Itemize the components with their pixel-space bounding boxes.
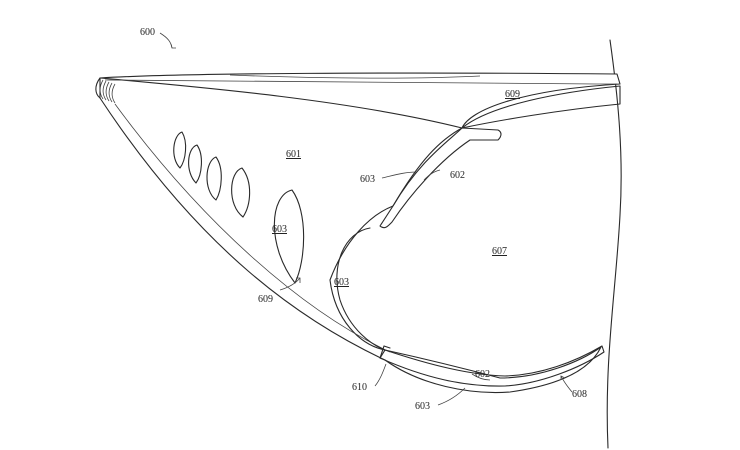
ref-label-610: 610 <box>352 382 367 393</box>
ref-label-603-opening: 603 <box>334 277 349 288</box>
ref-label-600: 600 <box>140 27 155 38</box>
ref-label-608: 608 <box>572 389 587 400</box>
fairing-outer-body <box>100 73 620 392</box>
ref-label-603-upper: 603 <box>360 174 375 185</box>
ref-label-602-upper: 602 <box>450 170 465 181</box>
ref-label-603-slot: 603 <box>272 224 287 235</box>
ref-label-607: 607 <box>492 246 507 257</box>
ref-label-603-lower: 603 <box>415 401 430 412</box>
ref-label-602-lower: 602 <box>475 369 490 380</box>
fuselage-boundary-line <box>607 40 621 448</box>
ref-label-609-top: 609 <box>505 89 520 100</box>
ref-label-609-lower: 609 <box>258 294 273 305</box>
ref-label-601: 601 <box>286 149 301 160</box>
fairing-nose-edge <box>96 78 100 98</box>
